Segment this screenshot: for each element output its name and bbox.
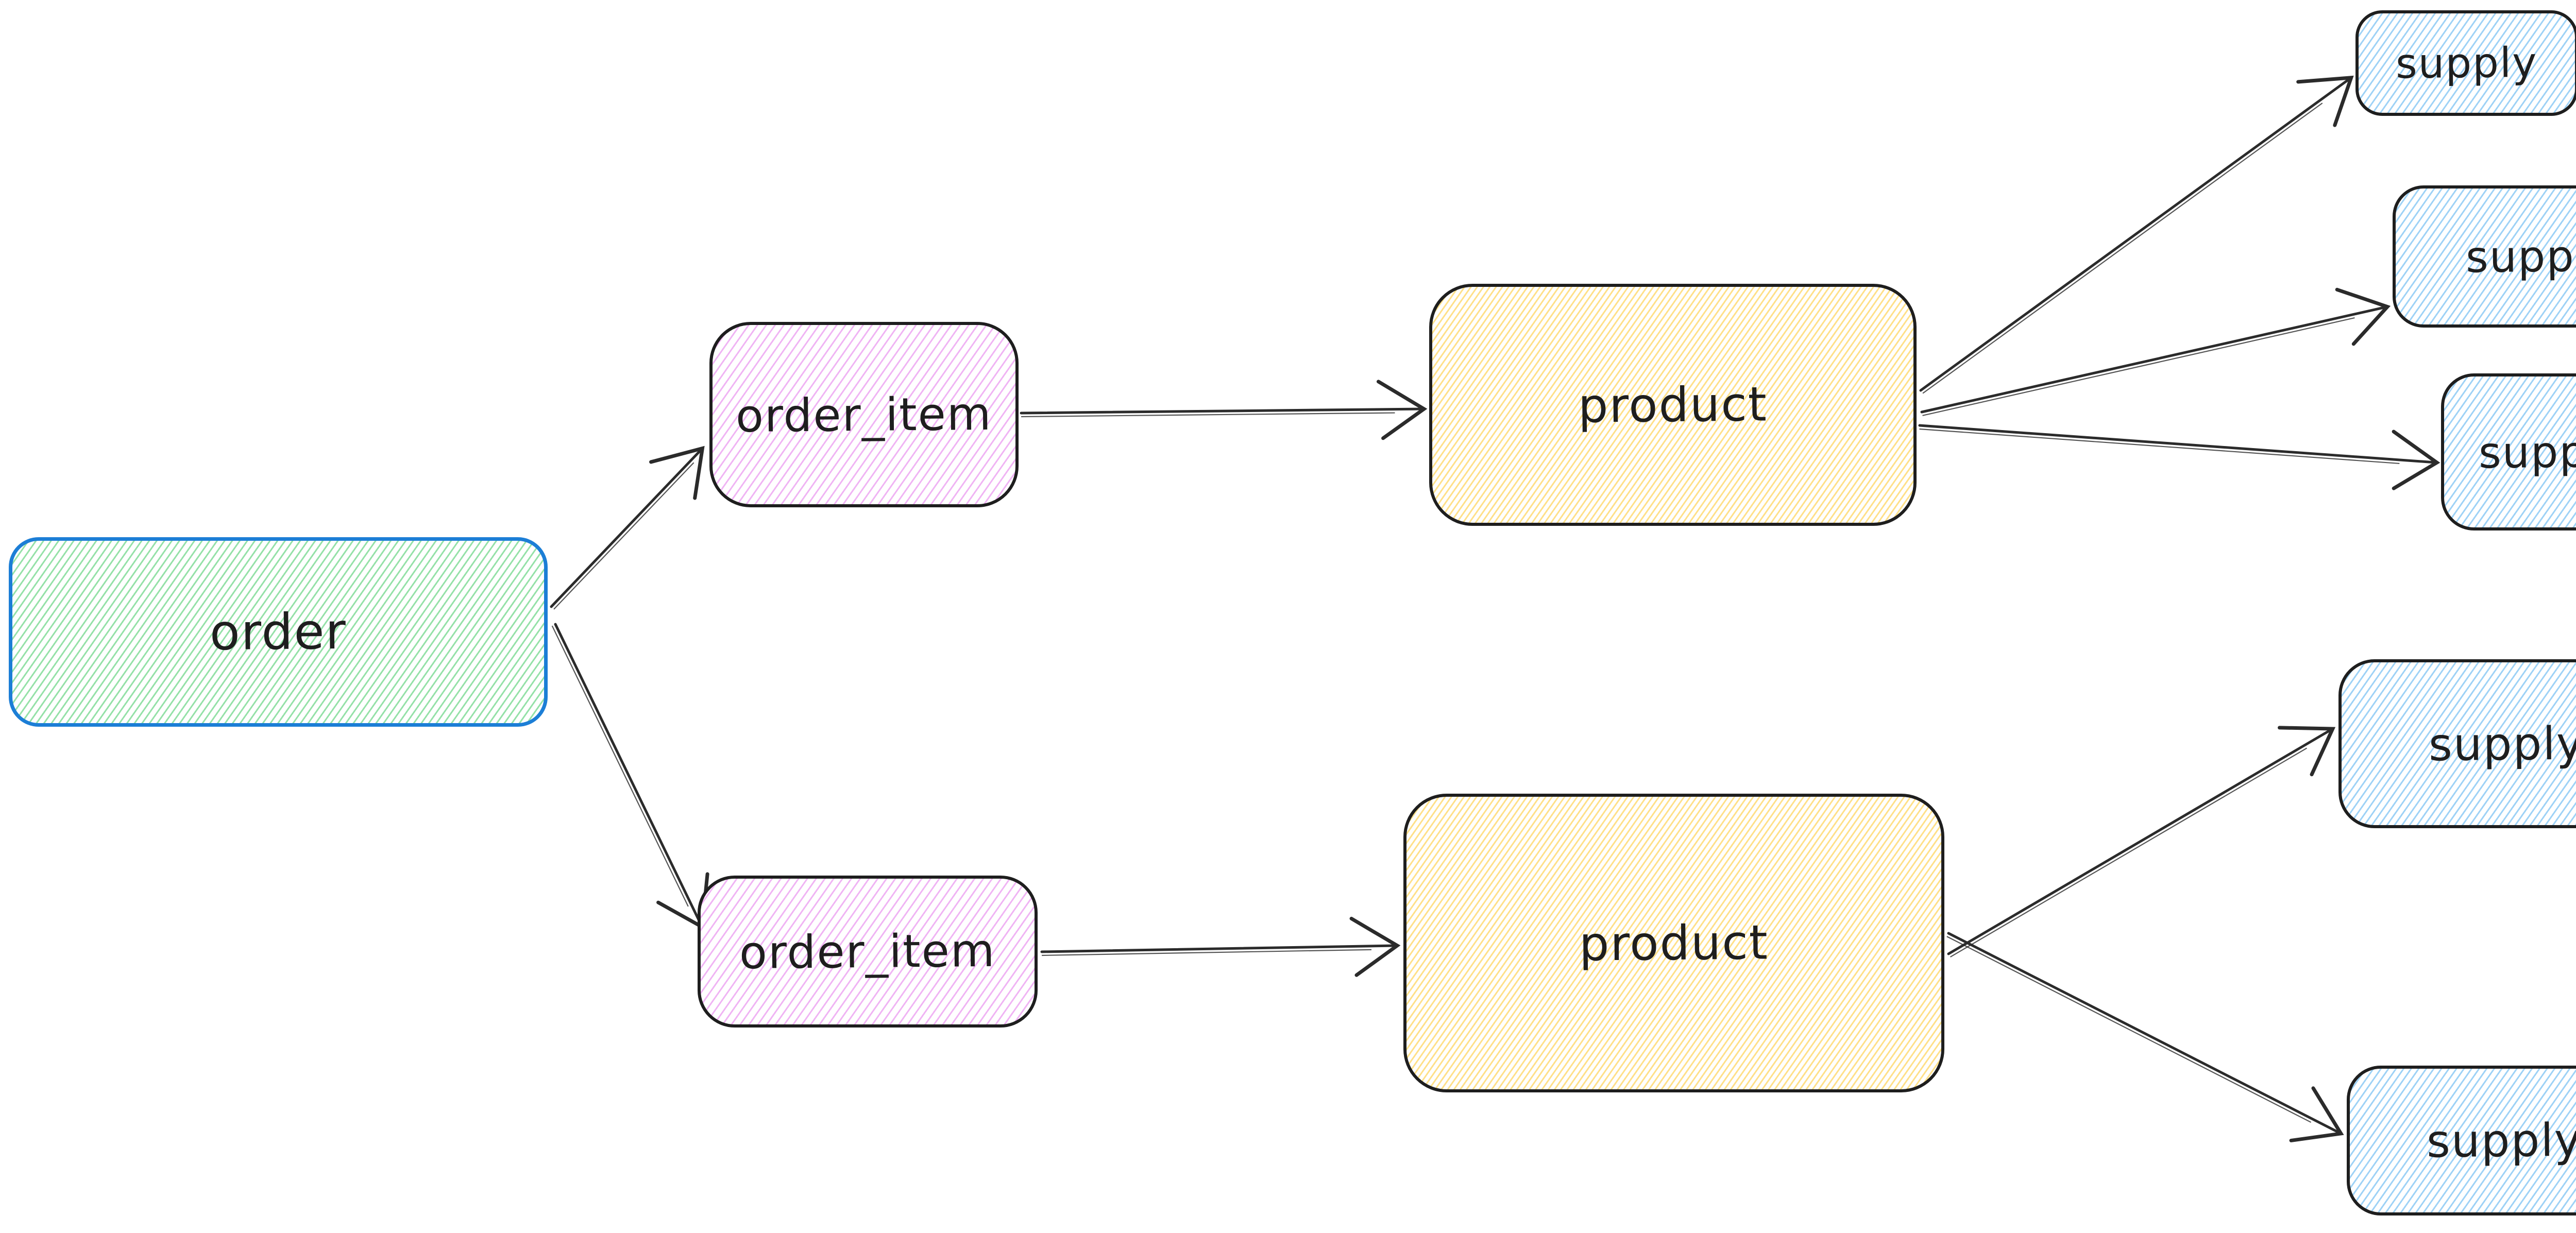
node-product-1[interactable]: product [1429, 284, 1917, 526]
node-product-2[interactable]: product [1403, 794, 1944, 1092]
node-supply-3[interactable]: supply [2441, 373, 2576, 530]
node-order-item-1[interactable]: order_item [709, 322, 1019, 507]
node-order[interactable]: order [9, 537, 548, 727]
node-label: supply [2465, 230, 2576, 283]
node-label: order_item [739, 923, 996, 980]
arrow-order-to-order-item-1[interactable] [550, 446, 705, 610]
arrow-order-item-1-to-product-1[interactable] [1020, 380, 1428, 440]
node-label: product [1578, 376, 1768, 434]
node-label: product [1579, 914, 1769, 972]
arrow-product-2-to-supply-5[interactable] [1946, 932, 2344, 1142]
node-supply-5[interactable]: supply [2347, 1066, 2576, 1215]
arrow-product-1-to-supply-3[interactable] [1918, 424, 2441, 490]
arrow-order-item-2-to-product-2[interactable] [1040, 917, 1401, 977]
node-label: supply [2426, 1113, 2576, 1168]
node-order-item-2[interactable]: order_item [698, 876, 1038, 1028]
arrow-product-2-to-supply-4[interactable] [1947, 726, 2336, 957]
node-label: order [209, 602, 347, 662]
arrow-product-1-to-supply-2[interactable] [1920, 287, 2391, 416]
node-supply-1[interactable]: supply [2355, 10, 2576, 116]
node-label: supply [2395, 38, 2538, 88]
node-supply-4[interactable]: supply [2338, 659, 2576, 828]
node-label: supply [2478, 426, 2576, 478]
arrow-order-to-order-item-2[interactable] [551, 623, 709, 930]
node-label: supply [2428, 716, 2576, 771]
arrow-product-1-to-supply-1[interactable] [1919, 75, 2354, 394]
node-supply-2[interactable]: supply [2393, 185, 2576, 328]
node-label: order_item [735, 387, 993, 442]
